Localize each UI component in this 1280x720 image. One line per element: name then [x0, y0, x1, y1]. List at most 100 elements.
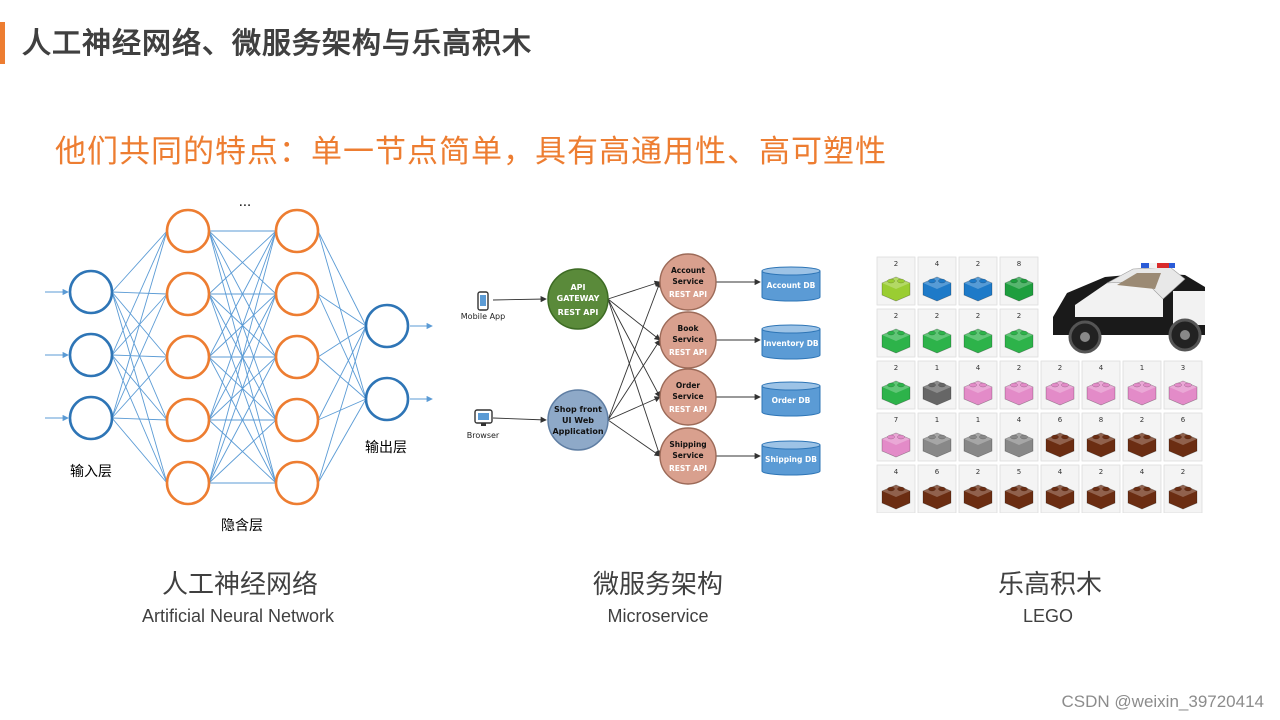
slide-subtitle: 他们共同的特点：单一节点简单，具有高通用性、高可塑性 [55, 134, 887, 170]
lego-brick [1004, 276, 1034, 302]
lego-brick-cell: 6 [917, 464, 957, 513]
lego-brick [963, 380, 993, 406]
lego-brick-cell: 2 [876, 360, 916, 410]
nn-caption-en: Artificial Neural Network [141, 606, 335, 626]
title-accent-bar [0, 22, 5, 64]
lego-brick [963, 484, 993, 510]
webapp-line-2: UI Web [562, 416, 594, 425]
brick-count: 2 [1017, 364, 1021, 372]
nn-edge [317, 293, 367, 400]
output-node [364, 376, 410, 422]
webapp-to-service-arrow [607, 339, 661, 421]
brick-count: 4 [1099, 364, 1104, 372]
lego-brick-cell: 8 [999, 256, 1039, 306]
lego-brick [881, 276, 911, 302]
lego-brick [1086, 484, 1116, 510]
hidden-node [165, 208, 211, 254]
api-gateway-node: API GATEWAY REST API [547, 268, 609, 330]
hidden-node [274, 271, 320, 317]
brick-count: 4 [1140, 468, 1145, 476]
gateway-to-service-arrow [607, 298, 662, 457]
ms-caption-zh: 微服务架构 [592, 570, 723, 600]
lego-brick [922, 432, 952, 458]
nn-edge [317, 230, 367, 327]
browser-client: Browser [467, 409, 500, 440]
webapp-to-service-arrow [607, 419, 661, 457]
nn-caption-zh: 人工神经网络 [161, 570, 318, 600]
nn-edge [208, 230, 277, 484]
lego-brick-cell: 2 [1122, 412, 1162, 462]
lego-brick-cell: 2 [958, 256, 998, 306]
hidden-node [274, 334, 320, 380]
brick-count: 3 [1181, 364, 1185, 372]
hidden-node [274, 460, 320, 506]
mobile-app-label: Mobile App [461, 312, 505, 321]
lego-brick [881, 432, 911, 458]
monitor-icon [474, 409, 493, 426]
lego-brick-cell: 1 [917, 360, 957, 410]
hidden-node [165, 397, 211, 443]
input-node [68, 395, 114, 441]
lego-brick-cell: 2 [876, 308, 916, 358]
nn-edge [317, 325, 367, 421]
nn-edge [317, 356, 367, 400]
nn-edge [111, 230, 168, 356]
nn-edge [317, 293, 367, 327]
service-label: Book [677, 324, 699, 333]
browser-label: Browser [467, 431, 500, 440]
brick-count: 2 [1058, 364, 1062, 372]
brick-count: 2 [894, 364, 898, 372]
lego-brick-cell: 4 [1081, 360, 1121, 410]
watermark: CSDN @weixin_39720414 [1061, 692, 1264, 711]
lego-brick-cell: 4 [876, 464, 916, 513]
lego-brick-cell: 2 [999, 360, 1039, 410]
lego-brick [1004, 432, 1034, 458]
lego-brick [963, 432, 993, 458]
lego-brick-cell: 2 [1081, 464, 1121, 513]
lego-brick [1004, 484, 1034, 510]
lego-brick-cell: 7 [876, 412, 916, 462]
lego-brick-cell: 2 [958, 464, 998, 513]
brick-count: 1 [976, 416, 980, 424]
lego-brick [1168, 432, 1198, 458]
brick-count: 6 [1181, 416, 1186, 424]
brick-count: 2 [894, 312, 898, 320]
slide-title: 人工神经网络、微服务架构与乐高积木 [22, 26, 533, 60]
hidden-ellipsis: ... [239, 195, 251, 210]
lego-brick-cell: 6 [1163, 412, 1203, 462]
nn-edge [208, 230, 277, 358]
nn-edge [111, 417, 168, 421]
hidden-node [274, 397, 320, 443]
hidden-node [165, 460, 211, 506]
nn-edge [208, 293, 277, 484]
service-label: Service [672, 451, 703, 460]
service-label: REST API [669, 348, 707, 357]
service-label: Account [671, 266, 706, 275]
hidden-node [165, 334, 211, 380]
lego-brick [1127, 432, 1157, 458]
database-label: Shipping DB [765, 455, 817, 464]
lego-brick [1086, 380, 1116, 406]
nn-edge [208, 356, 277, 484]
lego-brick [1168, 484, 1198, 510]
lego-brick-cell: 2 [876, 256, 916, 306]
database-node: Inventory DB [761, 324, 821, 360]
brick-count: 4 [894, 468, 899, 476]
lego-brick [1004, 380, 1034, 406]
lego-caption-zh: 乐高积木 [997, 570, 1102, 600]
brick-count: 5 [1017, 468, 1021, 476]
webapp-to-service-arrow [607, 396, 661, 421]
input-node [68, 332, 114, 378]
lego-brick-cell: 1 [958, 412, 998, 462]
nn-edge [317, 325, 367, 484]
lego-caption-en: LEGO [1022, 606, 1074, 626]
lego-brick [922, 484, 952, 510]
brick-count: 2 [1017, 312, 1021, 320]
lego-brick-cell: 1 [1122, 360, 1162, 410]
brick-count: 2 [976, 468, 980, 476]
